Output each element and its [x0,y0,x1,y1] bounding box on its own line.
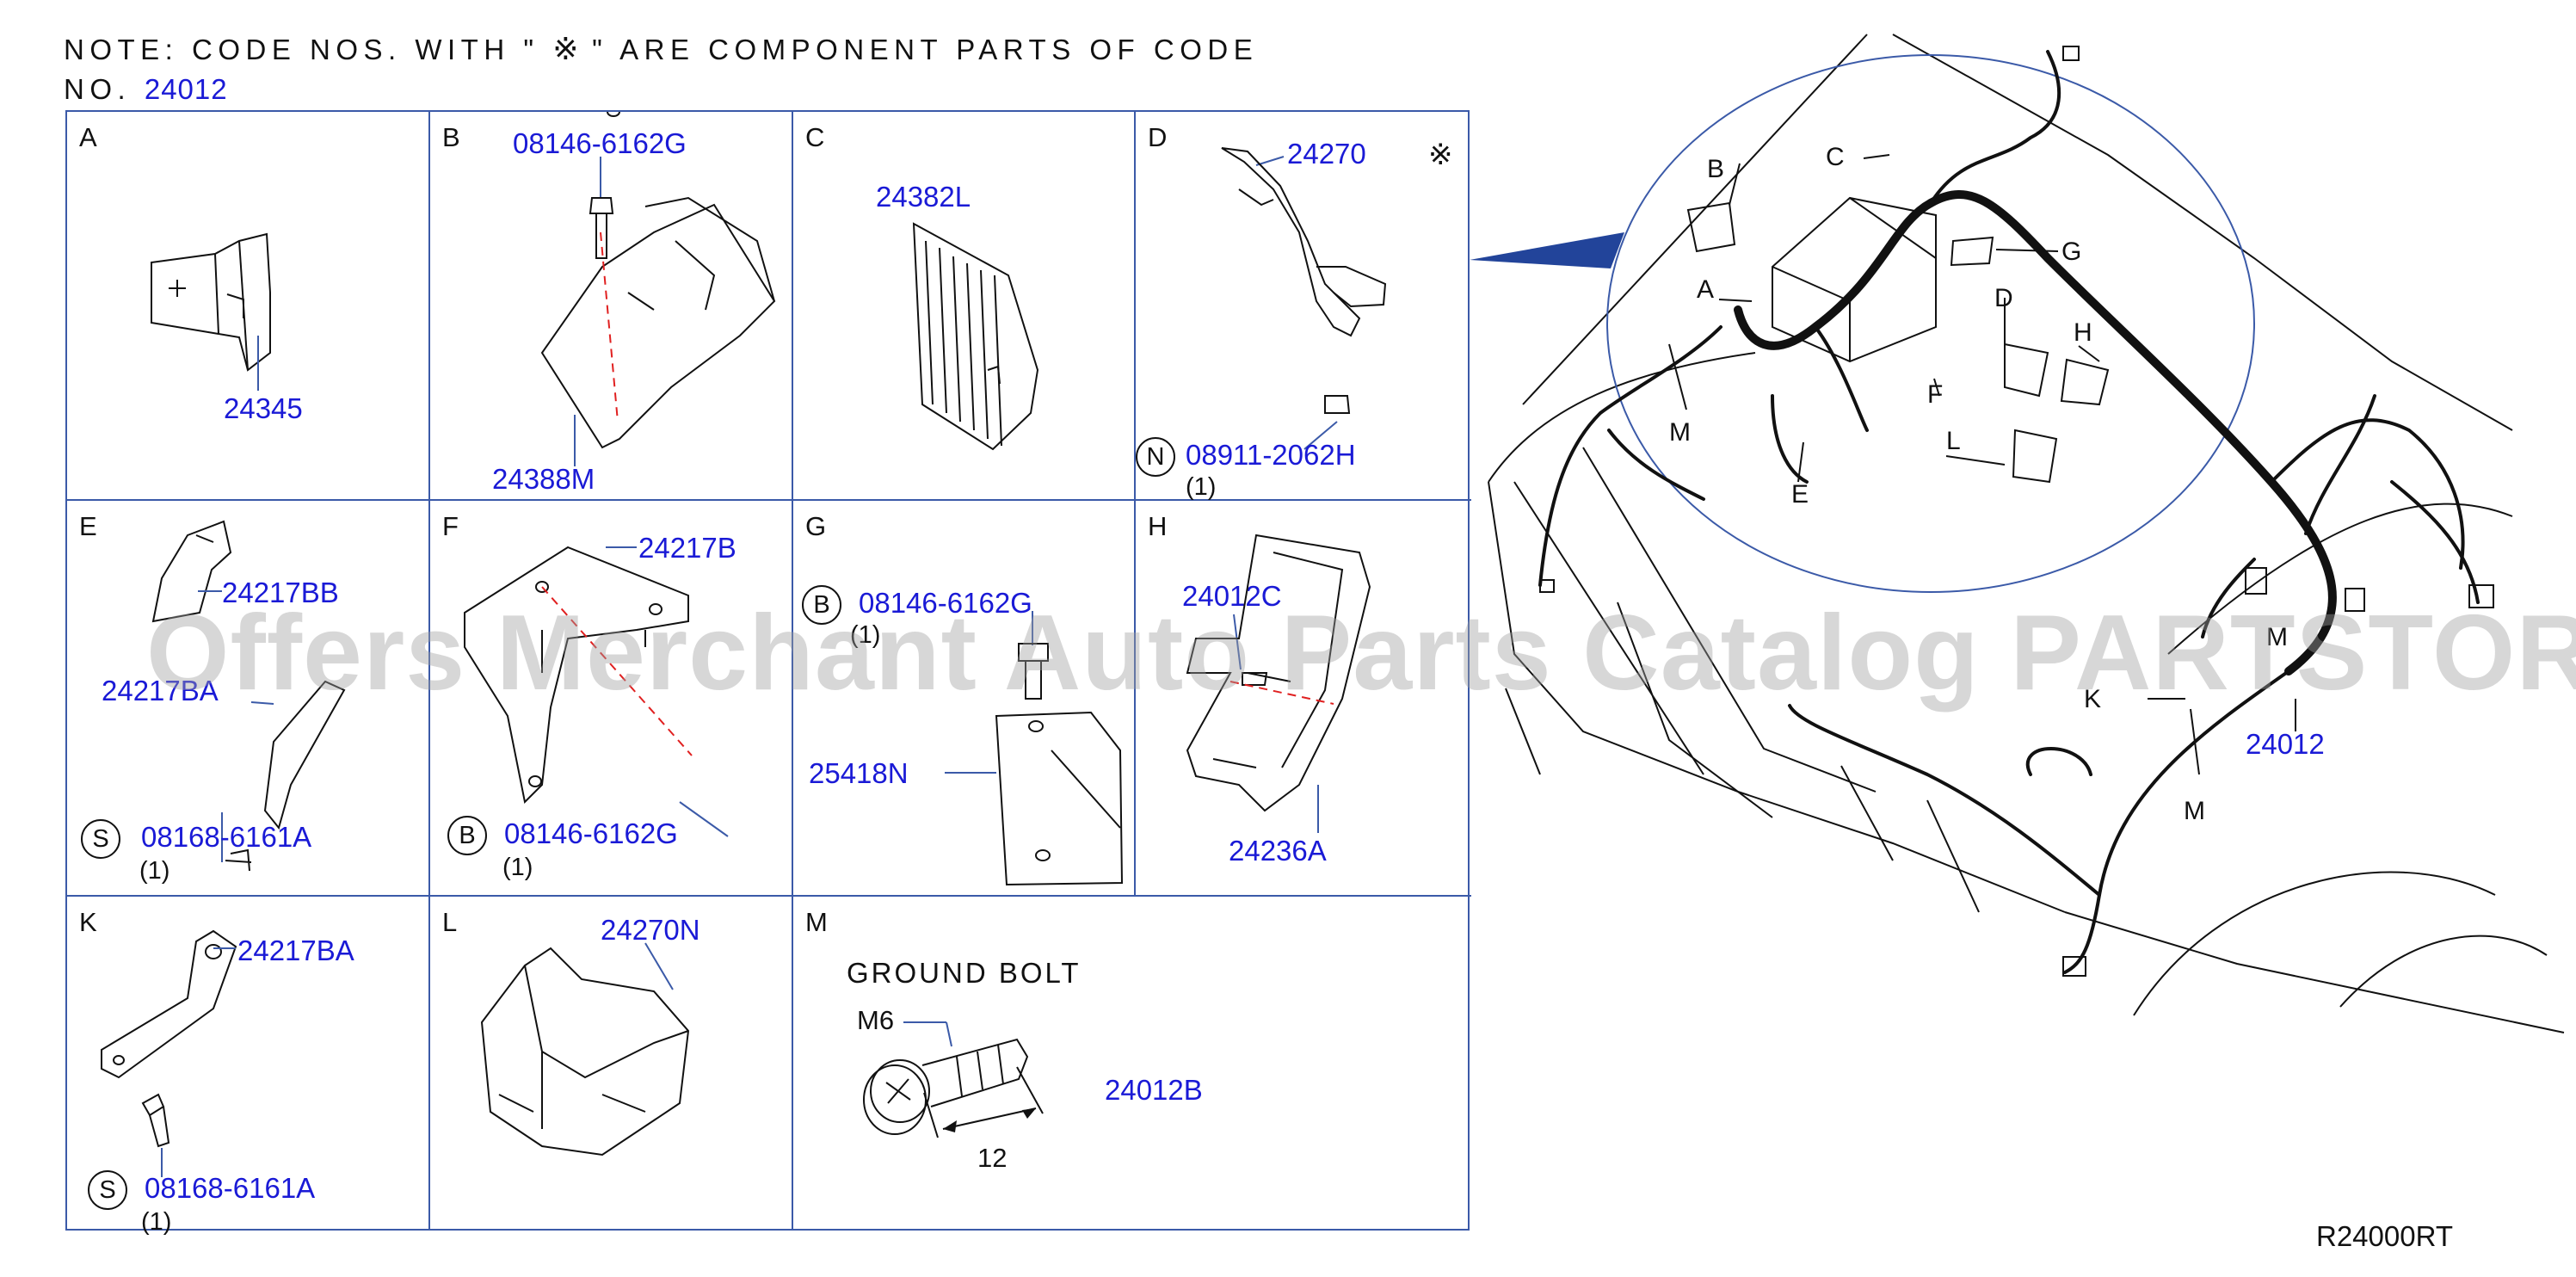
quantity-label: (1) [502,854,533,881]
part-number-link[interactable]: 24236A [1229,835,1327,867]
callout-pointer [1470,232,1624,268]
main-harness [1734,190,2337,676]
bolt-symbol-circle: B [447,816,487,855]
part-number-link[interactable]: 24388M [492,463,595,495]
part-number-link[interactable]: 25418N [809,757,909,789]
part-number-link[interactable]: 08168-6161A [145,1172,316,1204]
bolt-symbol-circle: B [802,585,841,625]
overview-label-a: A [1697,275,1715,304]
overview-label-l: L [1946,427,1961,455]
cell-f: F 24217B B 08146-6162G (1) [430,501,793,897]
bolt-symbol-circle: S [88,1170,127,1210]
part-number-link[interactable]: 08146-6162G [859,587,1032,619]
overview-label-h: H [2074,318,2092,347]
bolt-symbol-circle: S [81,819,120,859]
cell-m: M GROUND BOLT M6 12 24012B [793,897,1470,1231]
overview-label-c: C [1826,143,1845,171]
nut-symbol-circle: N [1136,437,1175,477]
component-symbol: ※ [1428,139,1453,171]
bracket-f-drawing [464,546,729,837]
cell-letter: E [79,511,97,541]
cover-c-drawing [912,222,1039,451]
part-number-link[interactable]: 24345 [224,392,303,424]
part-number-link[interactable]: 24217BA [102,675,219,706]
parts-grid: A 24345 B 08146-6162G [65,110,1471,1236]
cell-letter: C [805,122,825,152]
bracket-b-drawing [540,112,776,466]
ground-bolt-drawing [863,1021,1044,1138]
quantity-label: (1) [139,857,170,885]
harness-part-number-link[interactable]: 24012 [2246,728,2325,760]
detail-callout-circle [1606,54,2255,593]
note-line1-prefix: NOTE: CODE NOS. WITH " [64,34,539,65]
cell-l: L 24270N [430,897,793,1231]
cell-b: B 08146-6162G 24388M [430,112,793,501]
bolt-size-label: M6 [857,1005,895,1035]
bracket-g-drawing [945,611,1124,886]
component-symbol: ※ [552,31,579,66]
cell-a: A 24345 [67,112,430,501]
quantity-label: (1) [1186,473,1217,501]
cell-letter: G [805,511,827,541]
part-number-link[interactable]: 24217BB [222,577,339,608]
cell-d: D 24270 ※ N 08911-2062H (1) [1136,112,1471,501]
cell-letter: A [79,122,97,152]
part-number-link[interactable]: 08146-6162G [513,127,687,159]
cell-letter: F [442,511,459,541]
cell-c: C 24382L [793,112,1136,501]
cell-letter: B [442,122,460,152]
overview-label-b: B [1707,155,1725,183]
cell-g: G B 08146-6162G (1) 25418N [793,501,1136,897]
diagram-reference: R24000RT [2316,1220,2453,1252]
part-number-link[interactable]: 24382L [876,181,971,213]
part-number-link[interactable]: 24012C [1182,580,1282,612]
cell-letter: K [79,907,97,937]
part-number-link[interactable]: 24012B [1105,1074,1203,1106]
part-number-link[interactable]: 08911-2062H [1186,439,1356,471]
cover-l-drawing [480,942,690,1157]
part-number-link[interactable]: 24270 [1287,138,1366,170]
note-line2-prefix: NO. [64,73,132,105]
overview-label-e: E [1791,480,1809,509]
overview-label-g: G [2061,238,2082,266]
label-leaders [1668,154,2296,775]
cell-h: H 24012C 24236A [1136,501,1471,897]
ground-bolt-title: GROUND BOLT [847,957,1082,989]
part-number-link[interactable]: 08146-6162G [504,817,678,849]
part-number-link[interactable]: 24217B [638,532,736,564]
overview-label-f: F [1927,380,1944,409]
note-text: NOTE: CODE NOS. WITH " ※ " ARE COMPONENT… [64,29,1423,109]
bracket-d-drawing [1221,147,1387,450]
bracket-a-drawing [151,232,271,391]
part-number-link[interactable]: 08168-6161A [141,821,312,853]
cell-letter: H [1148,511,1168,541]
cell-letter: L [442,907,458,937]
overview-label-m: M [2184,797,2205,825]
branch-wires [1538,50,2480,974]
overview-label-m: M [2266,623,2288,651]
overview-label-k: K [2084,685,2102,713]
overview-label-d: D [1994,284,2013,312]
bracket-k-drawing [101,929,237,1177]
note-code-link[interactable]: 24012 [144,73,228,105]
quantity-label: (1) [141,1208,172,1236]
cell-k: K 24217BA S 08168-6161A (1) [67,897,430,1236]
cell-letter: D [1148,122,1168,152]
note-line1-suffix: " ARE COMPONENT PARTS OF CODE [592,34,1259,65]
bracket-e-drawing [151,520,346,872]
bolt-length-label: 12 [977,1143,1008,1173]
part-number-link[interactable]: 24270N [601,914,700,946]
cell-e: E 24217BB 24217BA S 08168-6161A (1) [67,501,430,897]
cell-letter: M [805,907,828,937]
car-body-outline [1488,34,2565,1033]
overview-label-m: M [1669,418,1691,447]
connectors [1539,46,2494,977]
quantity-label: (1) [850,621,881,649]
bracket-h-drawing [1186,534,1371,833]
part-number-link[interactable]: 24217BA [237,935,354,966]
